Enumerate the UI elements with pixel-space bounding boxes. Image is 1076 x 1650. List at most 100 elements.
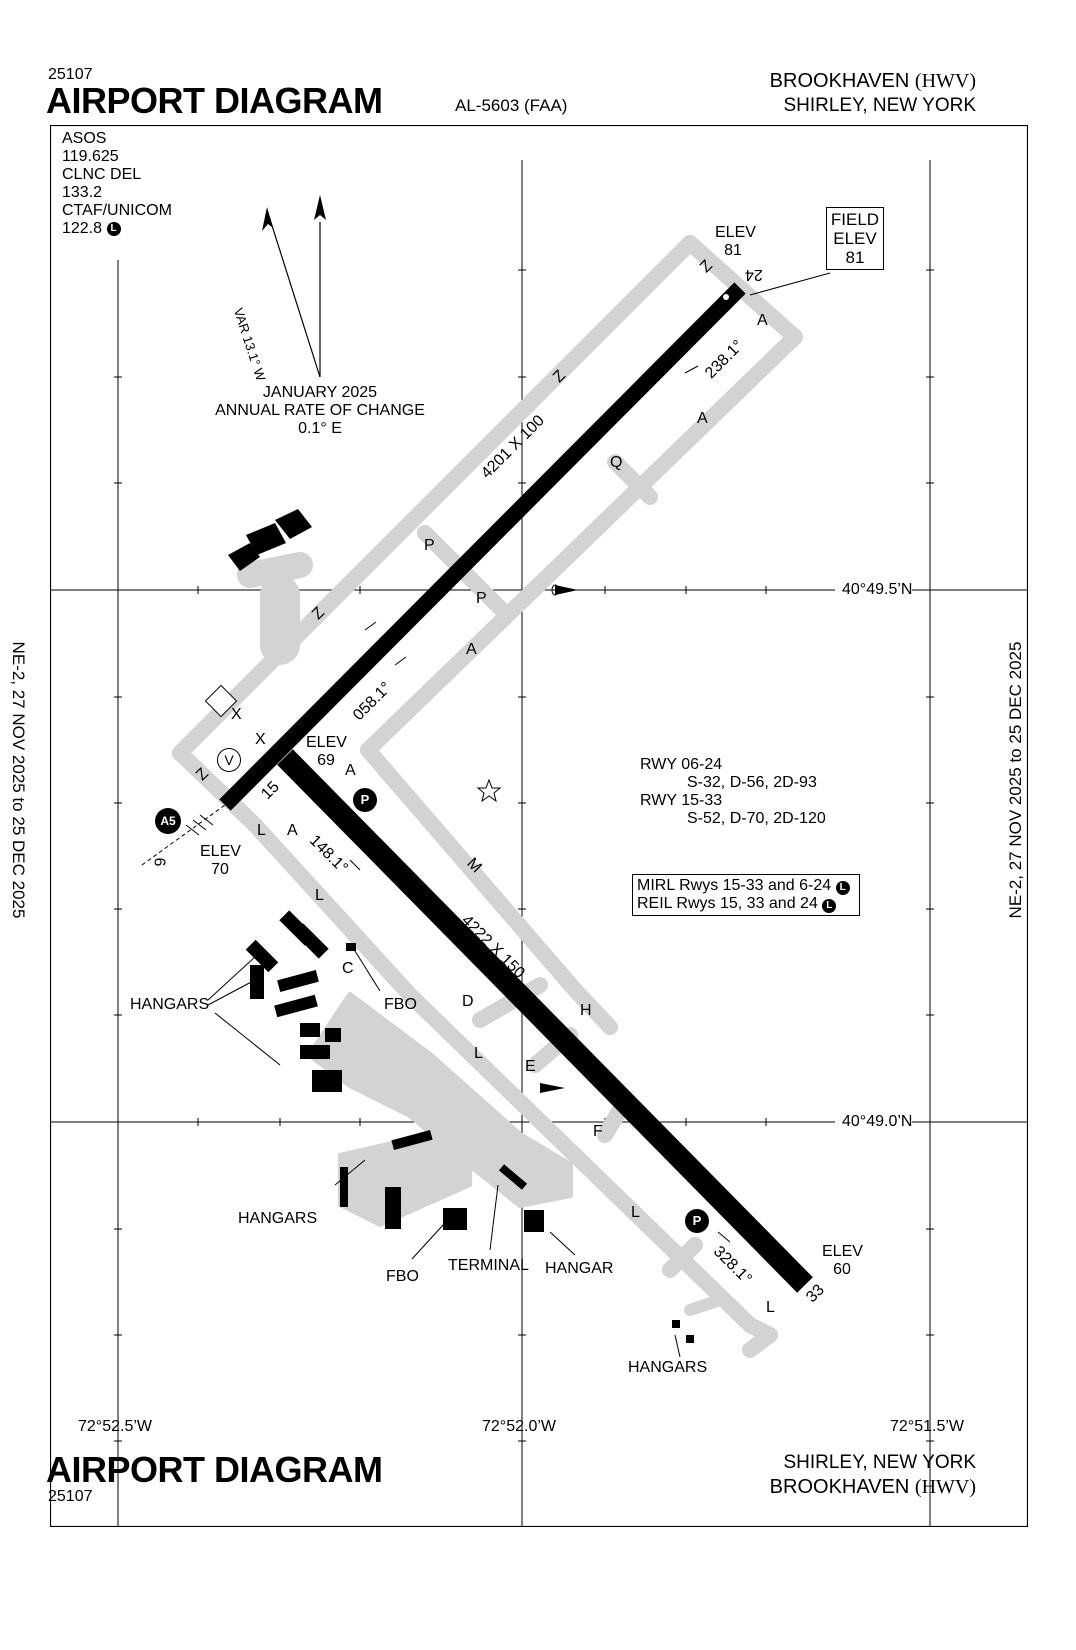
airport-name-top: BROOKHAVEN (HWV) xyxy=(770,70,976,93)
taxiway-p-label: P xyxy=(424,537,435,554)
strength-rwy-15-33-values: S-52, D-70, 2D-120 xyxy=(687,810,826,827)
longitude-west: 72°52.5’W xyxy=(78,1418,152,1435)
taxiway-c-label: C xyxy=(342,960,354,977)
elevation-label: ELEV xyxy=(200,843,241,860)
taxiway-l-label: L xyxy=(474,1045,483,1062)
strength-rwy-06-24: RWY 06-24 xyxy=(640,756,723,773)
approach-lights xyxy=(141,804,226,866)
longitude-east: 72°51.5’W xyxy=(890,1418,964,1435)
taxiway-e-label: E xyxy=(525,1058,536,1075)
airport-map xyxy=(50,125,1028,1527)
clnc-frequency: 133.2 xyxy=(62,184,103,201)
approach-icon: A5 xyxy=(155,808,181,834)
coordinate-grid xyxy=(50,160,1028,1527)
field-elev-leader xyxy=(749,272,831,296)
longitude-mid: 72°52.0’W xyxy=(482,1418,556,1435)
taxiway-a-label: A xyxy=(287,822,298,839)
field-elev-line1: FIELD xyxy=(830,210,880,229)
taxiway-q-label: Q xyxy=(610,454,623,471)
hangar-label: HANGAR xyxy=(545,1260,614,1277)
taxiway-p-label: P xyxy=(476,590,487,607)
taxiway-f-label: F xyxy=(593,1123,603,1140)
asos-frequency: 119.625 xyxy=(62,148,119,165)
ctaf-frequency: 122.8 xyxy=(62,220,103,237)
airport-name: BROOKHAVEN xyxy=(769,1476,910,1498)
label-leaders xyxy=(207,950,681,1358)
windsock-icon xyxy=(540,584,578,1093)
frequency-block: ASOS 119.625 CLNC DEL 133.2 CTAF/UNICOM … xyxy=(62,130,172,238)
lighting-icon: L xyxy=(835,881,850,895)
strength-rwy-15-33: RWY 15-33 xyxy=(640,792,723,809)
ctaf-row: 122.8 L xyxy=(62,220,172,238)
lighting-line-1-text: MIRL Rwys 15-33 and 6-24 xyxy=(637,877,832,894)
effective-date-left: NE-2, 27 NOV 2025 to 25 DEC 2025 xyxy=(9,641,28,919)
terminal-label: TERMINAL xyxy=(448,1257,529,1274)
magnetic-rate-label: ANNUAL RATE OF CHANGE xyxy=(215,402,425,419)
field-elevation-box: FIELD ELEV 81 xyxy=(826,207,884,270)
asos-label: ASOS xyxy=(62,130,107,147)
beacon-star-icon xyxy=(476,778,502,803)
parking-icon: P xyxy=(353,788,377,812)
fbo-label-1: FBO xyxy=(384,996,417,1013)
buildings xyxy=(228,509,694,1343)
hangars-label-2: HANGARS xyxy=(238,1210,318,1227)
magnetic-date: JANUARY 2025 xyxy=(262,384,378,401)
ctaf-label: CTAF/UNICOM xyxy=(62,202,172,219)
runway-15-33 xyxy=(277,749,813,1293)
field-elev-line2: ELEV xyxy=(833,229,877,248)
latitude-north: 40°49.5’N xyxy=(842,581,913,599)
procedure-number-top: 25107 xyxy=(48,66,93,83)
title-bottom: AIRPORT DIAGRAM xyxy=(46,1449,383,1490)
taxiway-l-label: L xyxy=(631,1204,640,1221)
elevation-label: ELEV xyxy=(306,734,347,751)
fbo-label-2: FBO xyxy=(386,1268,419,1285)
elevation-06: ELEV 70 xyxy=(200,843,241,879)
city-bottom: SHIRLEY, NEW YORK xyxy=(783,1452,976,1473)
strength-rwy-06-24-values: S-32, D-56, 2D-93 xyxy=(687,774,817,791)
taxiway-x-label: X xyxy=(231,706,242,723)
elevation-value: 81 xyxy=(724,242,742,259)
runways xyxy=(219,282,813,1293)
runway-strength-block: RWY 06-24 S-32, D-56, 2D-93 RWY 15-33 S-… xyxy=(640,756,826,828)
north-arrow xyxy=(262,195,326,378)
taxiway-a-label: A xyxy=(757,312,768,329)
elevation-value: 60 xyxy=(833,1261,851,1278)
elevation-value: 70 xyxy=(211,861,229,878)
elevation-label: ELEV xyxy=(822,1243,863,1260)
taxiway-x-label: X xyxy=(255,731,266,748)
chart-id: AL-5603 (FAA) xyxy=(455,96,568,115)
runway-end-06: 6 xyxy=(150,857,168,867)
taxiway-a-label: A xyxy=(697,410,708,427)
heading-arrows xyxy=(349,365,731,1243)
city-top: SHIRLEY, NEW YORK xyxy=(783,95,976,116)
parking-icon: P xyxy=(685,1209,709,1233)
hangars-label-1: HANGARS xyxy=(130,996,210,1013)
elevation-value: 69 xyxy=(317,752,335,769)
taxiway-l-label: L xyxy=(257,822,266,839)
hangars-label-3: HANGARS xyxy=(628,1359,708,1376)
lighting-line-2-text: REIL Rwys 15, 33 and 24 xyxy=(637,895,818,912)
clnc-label: CLNC DEL xyxy=(62,166,142,183)
lighting-icon: L xyxy=(106,221,121,236)
lighting-line-2: REIL Rwys 15, 33 and 24 L xyxy=(637,895,855,913)
magnetic-change-block: JANUARY 2025 ANNUAL RATE OF CHANGE 0.1° … xyxy=(200,384,440,438)
taxiway-a-label: A xyxy=(466,641,477,658)
elevation-15: ELEV 69 xyxy=(306,734,347,770)
lighting-line-1: MIRL Rwys 15-33 and 6-24 L xyxy=(637,877,855,895)
taxiway-d-label: D xyxy=(462,993,474,1010)
elevation-33: ELEV 60 xyxy=(822,1243,863,1279)
runway-end-24: 24 xyxy=(745,266,763,283)
magnetic-rate-value: 0.1° E xyxy=(298,420,342,437)
airport-ident: (HWV) xyxy=(914,70,976,92)
lighting-icon: L xyxy=(822,899,837,913)
runway-06-24 xyxy=(219,282,746,811)
field-elev-value: 81 xyxy=(845,248,865,267)
procedure-number-bottom: 25107 xyxy=(48,1488,93,1505)
segmented-circle-icon xyxy=(204,684,238,718)
vor-icon: V xyxy=(217,748,241,772)
elevation-24: ELEV 81 xyxy=(715,224,756,260)
title-top: AIRPORT DIAGRAM xyxy=(46,80,383,121)
taxiway-a-label: A xyxy=(345,762,356,779)
lighting-box: MIRL Rwys 15-33 and 6-24 L REIL Rwys 15,… xyxy=(632,874,860,916)
elevation-label: ELEV xyxy=(715,224,756,241)
